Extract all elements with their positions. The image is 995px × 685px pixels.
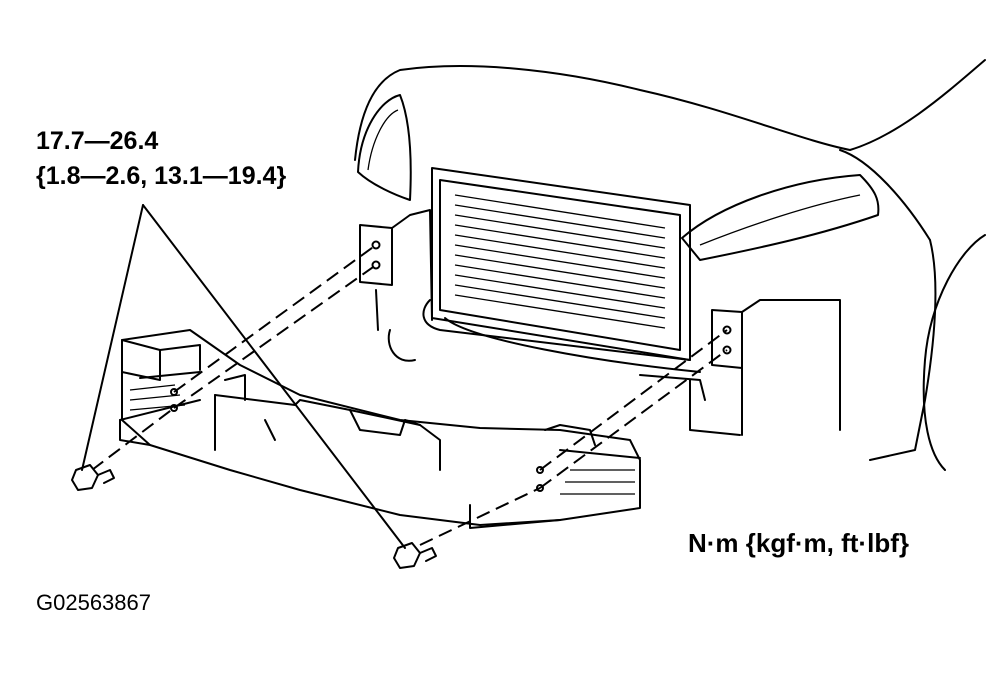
right-alignment-lines (419, 329, 728, 546)
left-bolt-icon (71, 464, 115, 491)
bumper-reinforcement-beam (121, 329, 641, 529)
torque-units-legend: N·m {kgf·m, ft·lbf} (688, 528, 909, 558)
torque-spec-alt-units: {1.8—2.6, 13.1—19.4} (36, 162, 287, 190)
radiator-condenser (387, 167, 706, 401)
right-bolt-icon (393, 542, 437, 569)
torque-leader-lines (81, 204, 406, 549)
right-headlamp (681, 174, 880, 261)
left-headlamp (357, 94, 412, 201)
left-alignment-lines (91, 244, 377, 471)
left-frame-bracket (359, 209, 433, 331)
vehicle-body-outline (354, 59, 986, 471)
torque-spec-nm: 17.7—26.4 (36, 127, 159, 155)
right-frame-bracket (689, 299, 841, 436)
figure-id: G02563867 (36, 590, 151, 615)
left-mounting-flange (119, 399, 201, 446)
